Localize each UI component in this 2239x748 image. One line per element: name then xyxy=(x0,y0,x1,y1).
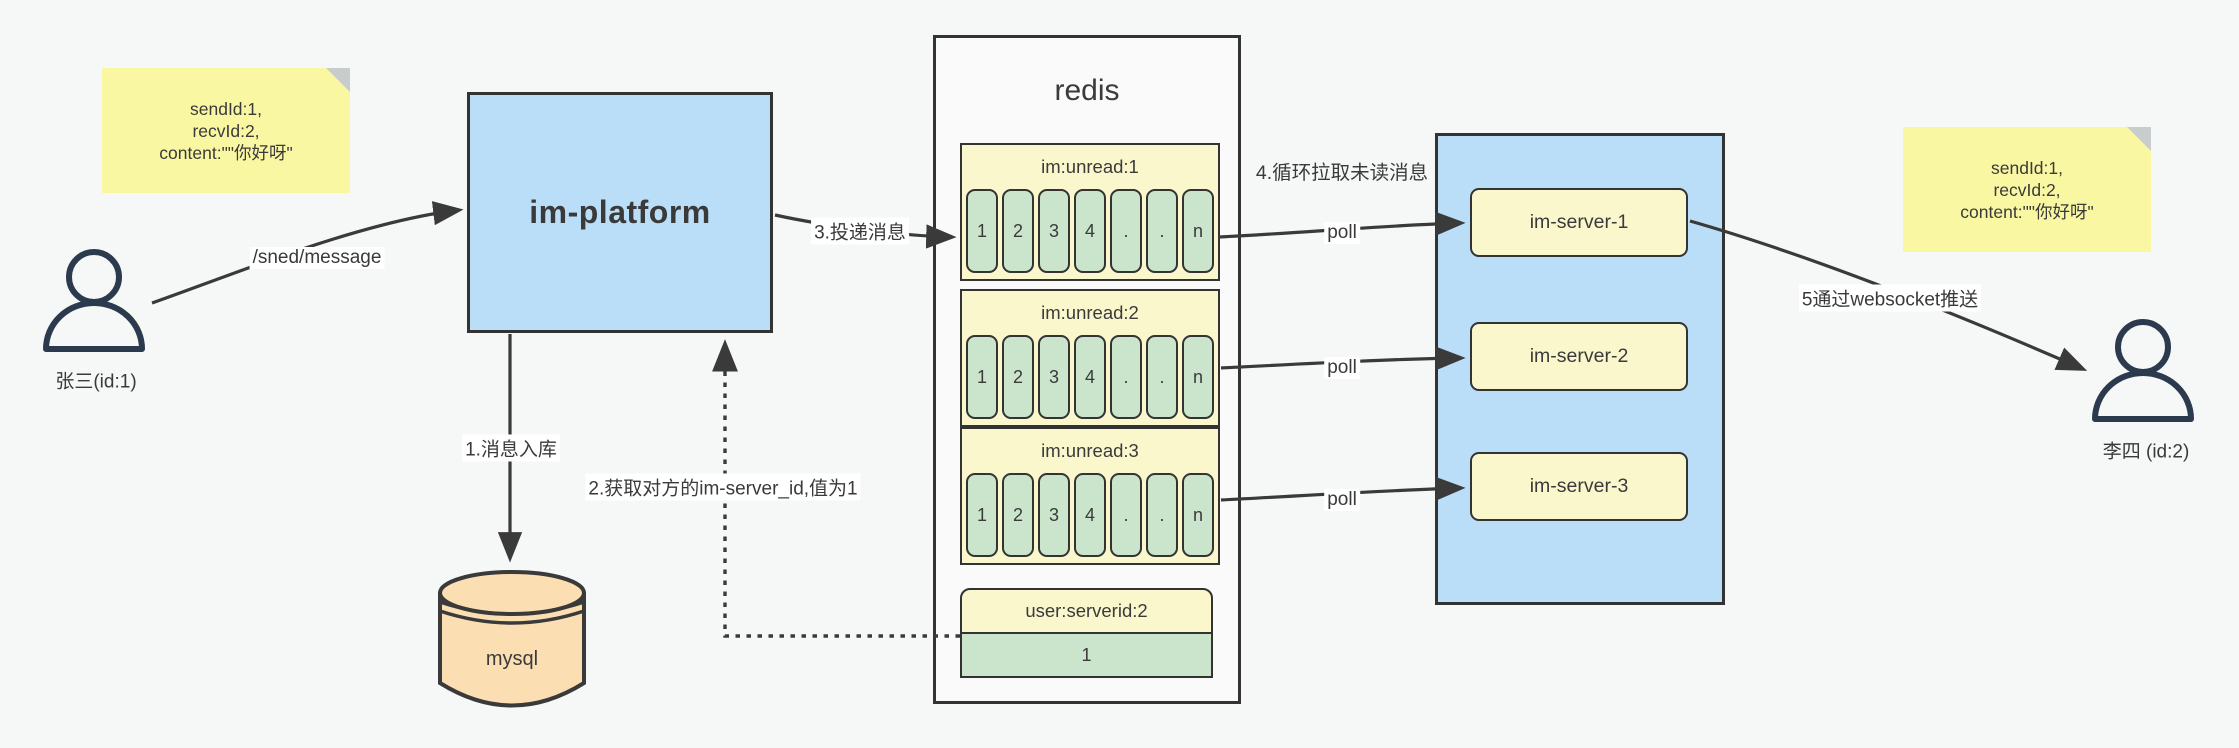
queue-cell: . xyxy=(1110,189,1142,273)
im-server-2-box: im-server-2 xyxy=(1470,322,1688,391)
queue-im-unread-3: im:unread:3 1 2 3 4 . . n xyxy=(960,427,1220,565)
im-server-3-box: im-server-3 xyxy=(1470,452,1688,521)
queue-cell: . xyxy=(1146,189,1178,273)
actor-sender-label: 张三(id:1) xyxy=(55,371,137,393)
queue-cell: 2 xyxy=(1002,473,1034,557)
kv-user-serverid: user:serverid:2 1 xyxy=(960,588,1213,678)
queue-cell: n xyxy=(1182,189,1214,273)
edge-label-step4-pull-unread: 4.循环拉取未读消息 xyxy=(1255,162,1429,184)
person-icon xyxy=(43,249,145,352)
edge-label-step3-deliver: 3.投递消息 xyxy=(811,217,909,245)
im-server-1-box: im-server-1 xyxy=(1470,188,1688,257)
queue-cell: 2 xyxy=(1002,335,1034,419)
note-line: sendId:1, xyxy=(1991,157,2063,178)
sticky-note-sender-message: sendId:1, recvId:2, content:""你好呀" xyxy=(102,68,350,193)
queue-cell: 3 xyxy=(1038,189,1070,273)
arrow-dotted-serverid-lookup xyxy=(712,339,960,638)
kv-key: user:serverid:2 xyxy=(960,588,1213,634)
note-line: recvId:2, xyxy=(1993,179,2061,200)
edge-label-poll-2: poll xyxy=(1324,357,1360,379)
queue-cell: . xyxy=(1110,473,1142,557)
mysql-db-cylinder xyxy=(437,568,587,715)
queue-cell: 1 xyxy=(966,473,998,557)
queue-3-cells: 1 2 3 4 . . n xyxy=(966,473,1214,557)
queue-1-cells: 1 2 3 4 . . n xyxy=(966,189,1214,273)
im-platform-box: im-platform xyxy=(467,92,773,333)
im-platform-label: im-platform xyxy=(529,194,711,230)
edge-label-step1-store: 1.消息入库 xyxy=(462,434,560,462)
sticky-note-receiver-message: sendId:1, recvId:2, content:""你好呀" xyxy=(1903,127,2151,252)
queue-2-key: im:unread:2 xyxy=(1041,302,1139,323)
note-line: sendId:1, xyxy=(190,98,262,119)
edge-label-step2-get-serverid: 2.获取对方的im-server_id,值为1 xyxy=(585,473,861,501)
note-line: recvId:2, xyxy=(192,120,260,141)
queue-cell: 3 xyxy=(1038,473,1070,557)
queue-2-cells: 1 2 3 4 . . n xyxy=(966,335,1214,419)
edge-label-send-message: /sned/message xyxy=(249,247,385,269)
queue-cell: 4 xyxy=(1074,189,1106,273)
actor-receiver-label: 李四 (id:2) xyxy=(2102,441,2190,463)
redis-title: redis xyxy=(1054,74,1120,107)
edge-label-poll-3: poll xyxy=(1324,489,1360,511)
im-server-cluster-box: im-server-1 im-server-2 im-server-3 xyxy=(1435,133,1725,605)
actor-sender xyxy=(39,248,149,359)
redis-container: redis im:unread:1 1 2 3 4 . . n im:unrea… xyxy=(933,35,1241,704)
queue-1-key: im:unread:1 xyxy=(1041,156,1139,177)
edge-label-step5-websocket-push: 5通过websocket推送 xyxy=(1798,284,1982,312)
queue-cell: . xyxy=(1146,335,1178,419)
queue-cell: 4 xyxy=(1074,335,1106,419)
mysql-label: mysql xyxy=(485,648,539,670)
actor-receiver xyxy=(2088,318,2198,429)
edge-label-poll-1: poll xyxy=(1324,222,1360,244)
queue-cell: n xyxy=(1182,473,1214,557)
note-line: content:""你好呀" xyxy=(1960,201,2094,222)
queue-3-key: im:unread:3 xyxy=(1041,440,1139,461)
queue-cell: 3 xyxy=(1038,335,1070,419)
queue-cell: n xyxy=(1182,335,1214,419)
queue-cell: . xyxy=(1110,335,1142,419)
queue-cell: . xyxy=(1146,473,1178,557)
queue-im-unread-2: im:unread:2 1 2 3 4 . . n xyxy=(960,289,1220,427)
queue-cell: 2 xyxy=(1002,189,1034,273)
queue-cell: 1 xyxy=(966,189,998,273)
kv-value: 1 xyxy=(960,634,1213,678)
database-icon xyxy=(438,570,586,708)
person-icon xyxy=(2092,319,2194,422)
queue-im-unread-1: im:unread:1 1 2 3 4 . . n xyxy=(960,143,1220,281)
note-line: content:""你好呀" xyxy=(159,142,293,163)
queue-cell: 1 xyxy=(966,335,998,419)
queue-cell: 4 xyxy=(1074,473,1106,557)
